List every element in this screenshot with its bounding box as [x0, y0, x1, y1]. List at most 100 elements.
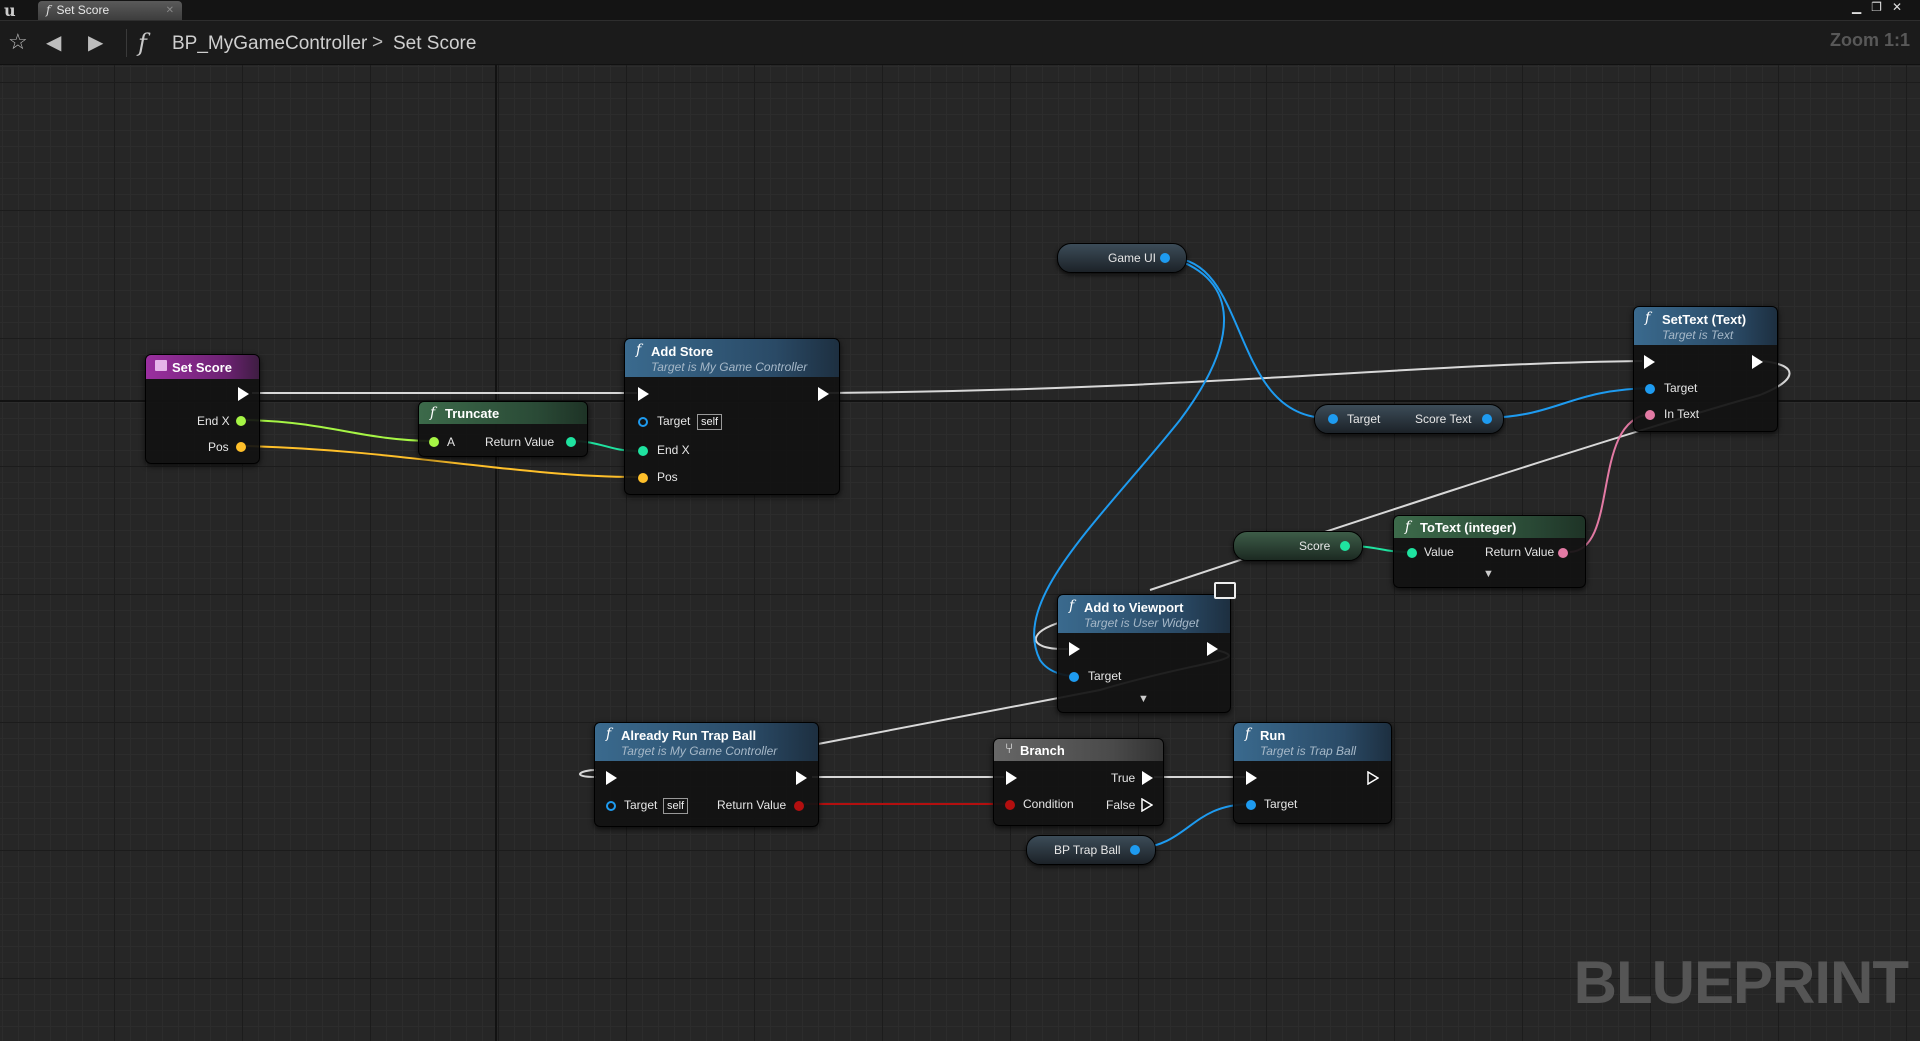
node-header: ⑂ Branch: [994, 739, 1163, 761]
exec-in-pin[interactable]: [1246, 771, 1257, 785]
node-truncate[interactable]: f Truncate A Return Value: [418, 401, 588, 457]
node-branch[interactable]: ⑂ Branch True Condition False: [993, 738, 1164, 826]
node-title: Truncate: [445, 406, 500, 421]
object-pin[interactable]: [606, 801, 616, 811]
exec-in-pin[interactable]: [1006, 771, 1017, 785]
int-pin[interactable]: [566, 437, 576, 447]
object-pin[interactable]: [1246, 800, 1256, 810]
node-add-to-viewport[interactable]: f Add to Viewport Target is User Widget …: [1057, 582, 1236, 713]
exec-in-pin[interactable]: [1069, 642, 1080, 656]
int-pin[interactable]: [1340, 541, 1350, 551]
unreal-logo-icon: u: [4, 1, 16, 20]
node-title: Already Run Trap Ball: [621, 728, 757, 743]
exec-wire-addstore-settext: [827, 360, 1643, 394]
vector-pin[interactable]: [638, 473, 648, 483]
var-label: Score: [1299, 539, 1331, 553]
pin-label-condition: Condition: [1023, 797, 1074, 811]
pin-label-target: Target: [1664, 381, 1698, 395]
pin-label-target: Target: [1088, 669, 1122, 683]
var-node-bp-trap-ball[interactable]: BP Trap Ball: [1026, 835, 1156, 865]
pin-label-end-x: End X: [657, 443, 690, 457]
object-wire-gameui-viewport: [1033, 257, 1225, 677]
node-subtitle: Target is Text: [1662, 328, 1734, 342]
function-icon: f: [46, 3, 51, 17]
exec-out-pin[interactable]: [1367, 771, 1379, 785]
node-title: Set Score: [172, 360, 232, 375]
object-wire-scoretext-target: [1489, 387, 1651, 419]
node-settext[interactable]: f SetText (Text) Target is Text Target I…: [1633, 306, 1778, 432]
get-node-score-text[interactable]: Target Score Text: [1314, 404, 1504, 434]
exec-in-pin[interactable]: [638, 387, 649, 401]
object-pin[interactable]: [1160, 253, 1170, 263]
vector-pin[interactable]: [236, 442, 246, 452]
node-title: Run: [1260, 728, 1286, 743]
pin-label-value: Value: [1424, 545, 1454, 559]
node-subtitle: Target is My Game Controller: [651, 360, 808, 374]
float-wire-endx-truncate: [245, 419, 433, 442]
pin-label-target: Target: [657, 414, 691, 428]
expand-chevron-icon[interactable]: ▼: [1138, 693, 1149, 705]
tab-label: Set Score: [56, 3, 110, 17]
function-icon: f: [138, 29, 147, 57]
star-icon[interactable]: ☆: [8, 29, 28, 54]
exec-out-pin[interactable]: [1752, 355, 1763, 369]
function-icon: f: [430, 405, 436, 421]
object-pin[interactable]: [1328, 414, 1338, 424]
back-arrow-icon[interactable]: ◀: [46, 32, 62, 54]
node-already-run-trap-ball[interactable]: f Already Run Trap Ball Target is My Gam…: [594, 722, 819, 827]
breadcrumb-root[interactable]: BP_MyGameController: [172, 33, 368, 54]
close-tab-icon[interactable]: ✕: [165, 5, 174, 16]
exec-out-pin[interactable]: [238, 387, 249, 401]
int-pin[interactable]: [1407, 548, 1417, 558]
node-header: f Truncate: [419, 402, 587, 424]
zoom-label: Zoom 1:1: [1829, 30, 1910, 50]
node-header: f Add to Viewport Target is User Widget: [1058, 595, 1230, 633]
float-pin[interactable]: [236, 416, 246, 426]
function-icon: f: [636, 342, 642, 358]
graph-canvas[interactable]: [0, 65, 1920, 1041]
graph-toolbar: ☆ ◀ ▶ f BP_MyGameController > Set Score: [0, 21, 1920, 65]
object-pin[interactable]: [1069, 672, 1079, 682]
int-pin[interactable]: [638, 446, 648, 456]
exec-wire-already-run-loop: [579, 769, 597, 778]
var-node-game-ui[interactable]: Game UI: [1057, 243, 1187, 273]
text-pin[interactable]: [1645, 410, 1655, 420]
node-subtitle: Target is User Widget: [1084, 616, 1199, 630]
breadcrumb-current: Set Score: [393, 33, 477, 54]
object-pin[interactable]: [1130, 845, 1140, 855]
expand-chevron-icon[interactable]: ▼: [1483, 568, 1494, 580]
node-set-score[interactable]: Set Score End X Pos: [145, 354, 260, 464]
pin-label-score-text: Score Text: [1415, 412, 1472, 426]
function-icon: f: [1245, 726, 1251, 742]
node-subtitle: Target is Trap Ball: [1260, 744, 1357, 758]
exec-in-pin[interactable]: [606, 771, 617, 785]
var-node-score[interactable]: Score: [1233, 531, 1363, 561]
exec-out-false-pin[interactable]: [1141, 798, 1153, 812]
object-pin[interactable]: [1645, 384, 1655, 394]
toolbar-divider: [126, 29, 127, 57]
exec-out-pin[interactable]: [818, 387, 829, 401]
node-add-store[interactable]: f Add Store Target is My Game Controller…: [624, 338, 840, 495]
close-icon[interactable]: ✕: [1891, 0, 1912, 14]
exec-in-pin[interactable]: [1644, 355, 1655, 369]
float-pin[interactable]: [429, 437, 439, 447]
bool-pin[interactable]: [1005, 800, 1015, 810]
forward-arrow-icon[interactable]: ▶: [88, 32, 104, 54]
node-run[interactable]: f Run Target is Trap Ball Target: [1233, 722, 1392, 824]
object-pin[interactable]: [1482, 414, 1492, 424]
pin-label-return-value: Return Value: [1485, 545, 1555, 559]
text-pin[interactable]: [1558, 548, 1568, 558]
node-totext[interactable]: f ToText (integer) Value Return Value ▼: [1393, 515, 1586, 588]
object-pin[interactable]: [638, 417, 648, 427]
restore-icon[interactable]: ❐: [1871, 0, 1892, 14]
bool-pin[interactable]: [794, 801, 804, 811]
pin-label-return-value: Return Value: [485, 435, 555, 449]
node-header: f SetText (Text) Target is Text: [1634, 307, 1777, 345]
exec-out-true-pin[interactable]: [1142, 771, 1153, 785]
exec-out-pin[interactable]: [796, 771, 807, 785]
minimize-icon[interactable]: ▁: [1851, 0, 1872, 14]
exec-out-pin[interactable]: [1207, 642, 1218, 656]
document-tab[interactable]: f Set Score ✕: [38, 1, 182, 20]
